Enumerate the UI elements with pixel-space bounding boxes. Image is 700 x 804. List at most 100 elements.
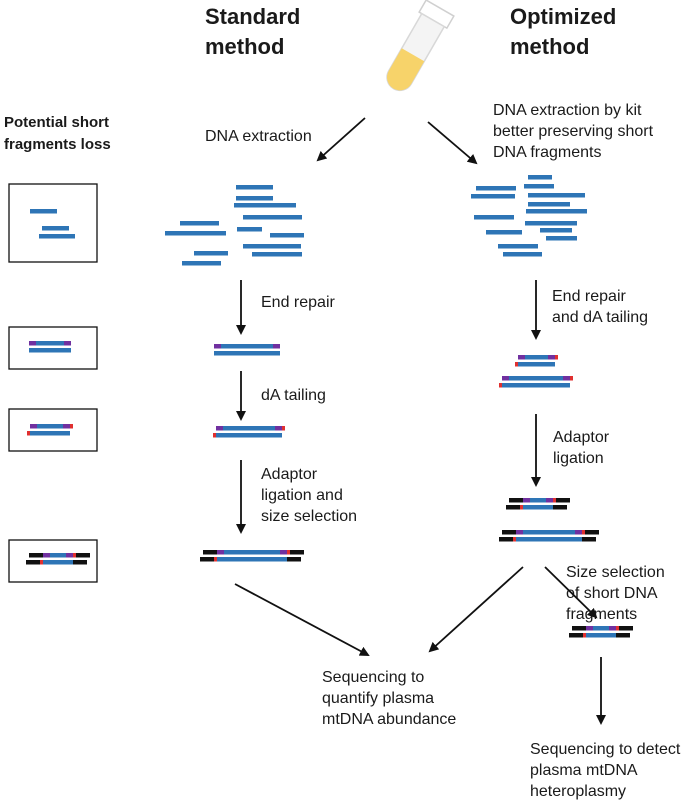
adaptor-mark (569, 633, 583, 638)
adaptor-mark (553, 505, 567, 510)
dna-strand (586, 633, 616, 638)
arrow-opt-to-size-selection (544, 566, 598, 619)
dna-strand (586, 626, 616, 631)
loss-box-da-tailing (8, 408, 98, 452)
end-repair-mark (546, 498, 553, 503)
adaptor-mark (582, 537, 596, 542)
dna-strand (243, 215, 302, 220)
adaptor-mark (499, 537, 513, 542)
end-repair-mark (273, 344, 280, 349)
label-line: DNA fragments (493, 144, 602, 161)
dna-strand (236, 196, 273, 201)
end-repair-mark (216, 426, 223, 431)
dna-strand (180, 221, 219, 226)
da-tail-mark (214, 557, 217, 562)
header-line: Optimized (510, 4, 617, 29)
loss-box-end-repair (8, 326, 98, 370)
dna-strand (498, 244, 538, 249)
label-line: plasma mtDNA (530, 762, 638, 779)
dna-strand (214, 344, 280, 349)
arrow-std-to-sequencing (234, 583, 370, 656)
label-line: dA tailing (261, 387, 326, 404)
label-line: ligation (553, 450, 604, 467)
end-repair-mark (29, 341, 36, 346)
dna-strand (516, 537, 582, 542)
adaptor-mark (200, 557, 214, 562)
dna-strand (165, 231, 226, 236)
label-line: of short DNA (566, 585, 658, 602)
dna-strand (270, 233, 304, 238)
da-tail-mark (520, 505, 523, 510)
dna-strand (503, 252, 542, 257)
dna-strand (43, 553, 73, 558)
dna-strand (486, 230, 522, 235)
end-repair-mark (280, 550, 287, 555)
label-line: ligation and (261, 487, 343, 504)
label-line: size selection (261, 508, 358, 525)
end-repair-mark (275, 426, 282, 431)
dna-strand (237, 227, 262, 232)
dna-strand (528, 193, 585, 198)
end-repair-mark (548, 355, 555, 360)
std-extraction-label: DNA extraction (205, 126, 312, 147)
potential-loss-title: Potential short fragments loss (4, 112, 111, 156)
label-line: DNA extraction by kit (493, 102, 642, 119)
end-repair-mark (518, 355, 525, 360)
adaptor-mark (203, 550, 217, 555)
end-repair-mark (43, 553, 50, 558)
detect-output-label: Sequencing to detect plasma mtDNA hetero… (530, 739, 680, 802)
arrow-opt-to-sequencing (428, 566, 524, 653)
da-tail-mark (515, 362, 518, 367)
da-tail-mark (282, 426, 285, 431)
dna-strand (217, 550, 287, 555)
standard-method-header: Standard method (205, 2, 300, 62)
label-line: End repair (552, 288, 626, 305)
end-repair-mark (586, 626, 593, 631)
arrow-to-optimized-extraction (427, 121, 478, 165)
dna-strand (474, 215, 514, 220)
end-repair-mark (609, 626, 616, 631)
dna-strand (502, 383, 570, 388)
header-line: Standard (205, 4, 301, 29)
da-tail-mark (513, 537, 516, 542)
header-line: method (205, 34, 285, 59)
test-tube-icon (386, 0, 455, 92)
adaptor-mark (290, 550, 304, 555)
adaptor-mark (502, 530, 516, 535)
end-repair-mark (563, 376, 570, 381)
da-tail-mark (27, 431, 30, 436)
label-line: DNA extraction (205, 128, 312, 145)
opt-extraction-label: DNA extraction by kit better preserving … (493, 100, 653, 163)
dna-strand (43, 560, 73, 565)
label-line: Sequencing to (322, 669, 425, 686)
end-repair-mark (217, 550, 224, 555)
dna-strand (30, 424, 70, 429)
arrow-to-standard-extraction (316, 117, 366, 162)
label-line: quantify plasma (322, 690, 435, 707)
label-line: End repair (261, 294, 335, 311)
dna-strand (476, 186, 516, 191)
dna-strand (194, 251, 228, 256)
adaptor-mark (506, 505, 520, 510)
dna-strand (30, 209, 57, 214)
opt-end-repair-label: End repair and dA tailing (552, 286, 648, 328)
dna-strand (29, 341, 71, 346)
da-tail-mark (553, 498, 556, 503)
da-tail-mark (555, 355, 558, 360)
dna-strand (234, 203, 296, 208)
da-tail-mark (616, 626, 619, 631)
side-title-line: Potential short (4, 114, 110, 131)
label-line: and dA tailing (552, 309, 649, 326)
da-tail-mark (213, 433, 216, 438)
dna-strand (502, 376, 570, 381)
adaptor-mark (619, 626, 633, 631)
dna-strand (516, 530, 582, 535)
loss-box-extraction (8, 183, 98, 263)
adaptor-mark (29, 553, 43, 558)
dna-strand (243, 244, 301, 249)
adaptor-mark (509, 498, 523, 503)
dna-strand (236, 185, 273, 190)
header-line: method (510, 34, 590, 59)
da-tail-mark (287, 550, 290, 555)
